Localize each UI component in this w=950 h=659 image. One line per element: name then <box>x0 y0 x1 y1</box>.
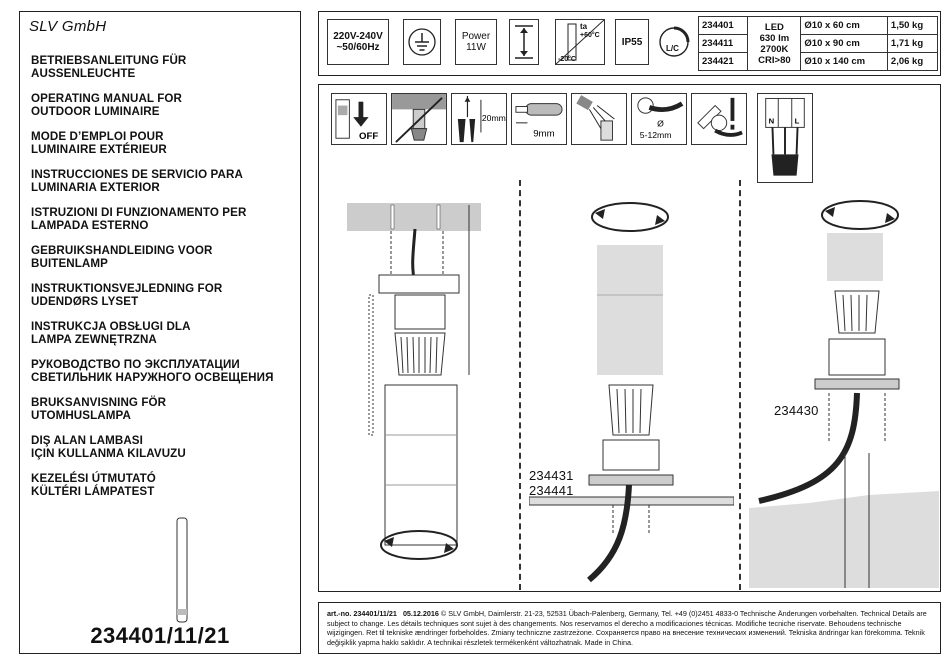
weight: 1,50 kg <box>886 16 939 35</box>
weight: 1,71 kg <box>886 34 939 53</box>
ip-rating: IP55 <box>615 19 649 65</box>
no-water-spray-icon <box>571 93 627 145</box>
cable-gland-icon: Ø 5-12mm <box>631 93 687 145</box>
height-icon <box>509 19 539 65</box>
wrench-warning-icon <box>691 93 747 145</box>
legal-footer: art.-no. 234401/11/21 05.12.2016 © SLV G… <box>318 602 941 654</box>
model-label-c: 234430 <box>774 403 819 418</box>
wiring-terminal-icon: N L <box>757 93 813 183</box>
temperature-box: ta +60°C -20°C <box>555 19 605 65</box>
instruction-panel: OFF 20mm 9mm <box>318 84 941 592</box>
brand-name: SLV GmbH <box>29 18 107 35</box>
ceiling-mount-diagram-icon <box>347 203 481 546</box>
bollard-thumbnail-icon <box>176 517 188 623</box>
model-label-b: 234441 <box>529 483 574 498</box>
strip-9mm-icon: 9mm <box>511 93 567 145</box>
footer-legal-text: © SLV GmbH, Daimlerstr. 21-23, 52531 Üba… <box>327 609 927 647</box>
art-number: 234421 <box>697 52 749 71</box>
step-separator <box>519 180 521 590</box>
led-specs: LED 630 lm 2700K CRI>80 <box>747 16 802 71</box>
ground-icon <box>403 19 441 65</box>
art-number: 234401 <box>697 16 749 35</box>
svg-text:L: L <box>795 117 800 126</box>
ground-install-diagram-icon <box>749 233 939 588</box>
dimension: Ø10 x 90 cm <box>800 34 888 53</box>
footer-date: 05.12.2016 <box>402 609 439 618</box>
rotate-arrows-icon <box>821 200 899 230</box>
footer-art-number: art.-no. 234401/11/21 <box>327 609 397 618</box>
table-row: 234411 Ø10 x 90 cm 1,71 kg <box>697 34 939 53</box>
svg-text:OFF: OFF <box>359 131 378 142</box>
no-ceiling-icon <box>391 93 447 145</box>
dimension: Ø10 x 60 cm <box>800 16 888 35</box>
rotate-arrows-icon <box>380 530 458 560</box>
strip-20mm-icon: 20mm <box>451 93 507 145</box>
light-control-icon: L/C <box>657 19 691 65</box>
step-separator <box>739 180 741 590</box>
dimension: Ø10 x 140 cm <box>800 52 888 71</box>
svg-text:20mm: 20mm <box>482 113 506 123</box>
model-number: 234401/11/21 <box>90 623 230 648</box>
svg-text:5-12mm: 5-12mm <box>640 130 672 140</box>
art-number: 234411 <box>697 34 749 53</box>
table-row: 234401 LED 630 lm 2700K CRI>80 Ø10 x 60 … <box>697 16 939 71</box>
rotate-arrows-icon <box>591 202 669 232</box>
power-off-icon: OFF <box>331 93 387 145</box>
svg-text:N: N <box>769 117 775 126</box>
weight: 2,06 kg <box>886 52 939 71</box>
svg-text:Ø: Ø <box>657 119 664 129</box>
model-label-a: 234431 <box>529 468 574 483</box>
voltage-box: 220V-240V~50/60Hz <box>327 19 389 65</box>
svg-text:9mm: 9mm <box>533 128 554 139</box>
floor-mount-diagram-icon <box>529 245 734 583</box>
table-row: 234421 Ø10 x 140 cm 2,06 kg <box>697 52 939 71</box>
spec-table: 234401 LED 630 lm 2700K CRI>80 Ø10 x 60 … <box>697 16 939 71</box>
